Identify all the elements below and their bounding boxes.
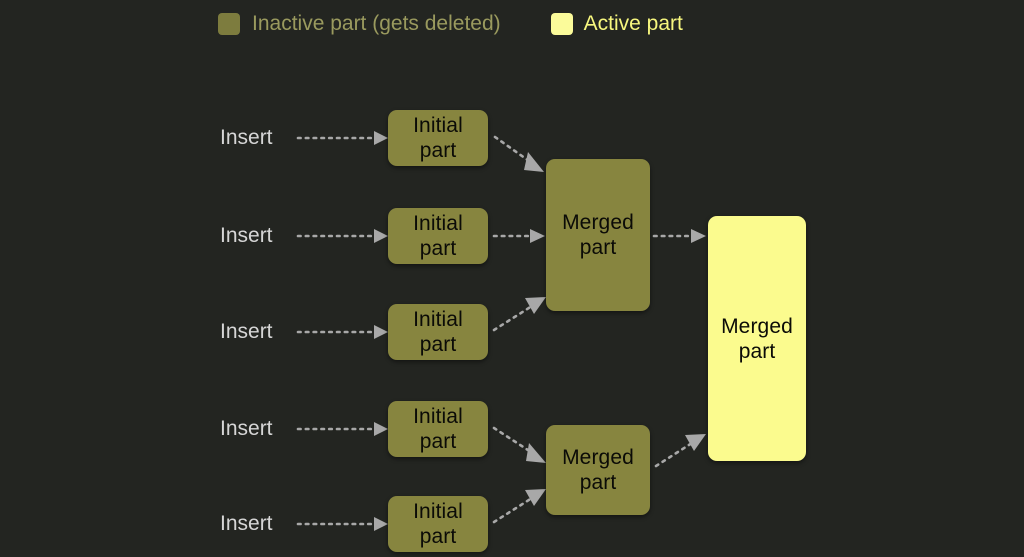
arrow-insert-to-initial-1 [296,131,388,145]
insert-label-3: Insert [220,320,273,343]
legend-label-active: Active part [583,12,683,35]
arrow-initial3-to-merged-top [492,297,546,332]
arrow-insert-to-initial-5 [296,517,388,531]
initial-part-box-3[interactable]: Initial part [388,304,488,360]
merged-part-label-bottom: Merged part [562,446,634,494]
arrow-initial4-to-merged-bottom [492,426,546,463]
initial-part-label-4: Initial part [413,405,463,453]
initial-part-box-1[interactable]: Initial part [388,110,488,166]
initial-part-label-3: Initial part [413,308,463,356]
final-merged-part-label: Merged part [721,314,793,363]
legend-swatch-active-icon [550,13,573,35]
merged-part-label-top: Merged part [562,211,634,259]
initial-part-box-4[interactable]: Initial part [388,401,488,457]
arrow-merged-bottom-to-final [654,434,706,468]
arrow-initial2-to-merged-top [492,229,545,243]
final-merged-part-box[interactable]: Merged part [708,216,806,461]
insert-label-5: Insert [220,512,273,535]
initial-part-box-5[interactable]: Initial part [388,496,488,552]
insert-label-4: Insert [220,417,273,440]
insert-label-1: Insert [220,126,273,149]
legend-item-active: Active part [550,12,683,35]
arrow-initial5-to-merged-bottom [492,489,546,524]
arrow-insert-to-initial-3 [296,325,388,339]
initial-part-label-2: Initial part [413,212,463,260]
legend-item-inactive: Inactive part (gets deleted) [218,13,501,35]
legend: Inactive part (gets deleted) Active part [218,8,683,40]
legend-swatch-inactive-icon [218,13,240,35]
arrow-merged-top-to-final [652,229,706,243]
initial-part-box-2[interactable]: Initial part [388,208,488,264]
initial-part-label-5: Initial part [413,500,463,548]
arrow-initial1-to-merged-top [493,135,544,172]
initial-part-label-1: Initial part [413,114,463,162]
merged-part-box-bottom[interactable]: Merged part [546,425,650,515]
insert-label-2: Insert [220,224,273,247]
legend-label-inactive: Inactive part (gets deleted) [252,12,501,35]
arrow-insert-to-initial-4 [296,422,388,436]
merged-part-box-top[interactable]: Merged part [546,159,650,311]
arrow-insert-to-initial-2 [296,229,388,243]
